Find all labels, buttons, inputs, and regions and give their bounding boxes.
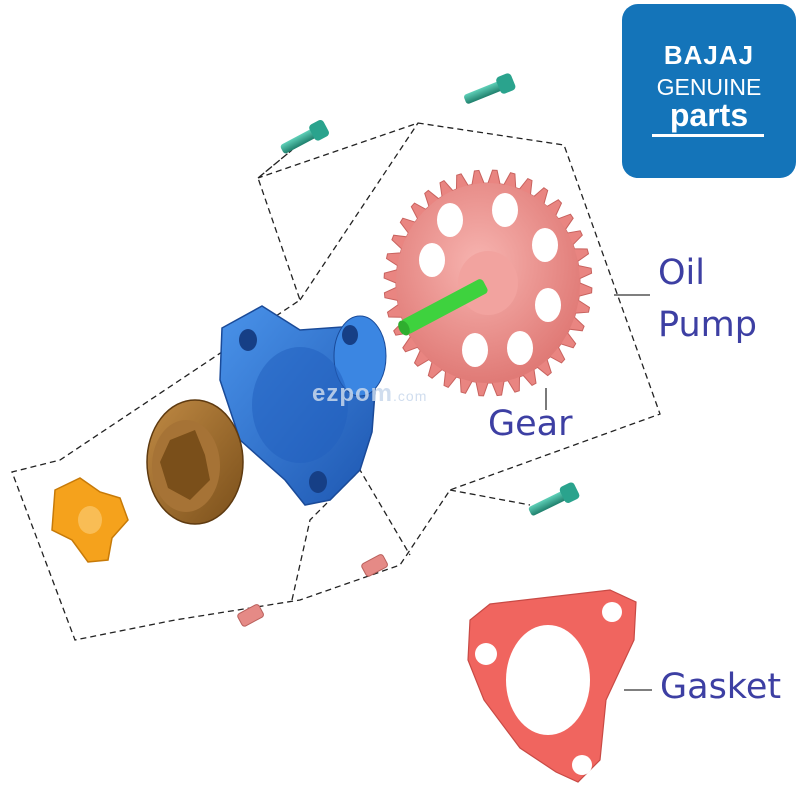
watermark: ezpom.com	[312, 380, 428, 407]
gear-label: Gear	[488, 404, 573, 444]
pump-body	[219, 305, 387, 506]
pin-guide-line	[291, 468, 411, 601]
gear-hub	[458, 251, 518, 315]
dowel-pin-upper	[361, 554, 388, 577]
bolt-top-left	[280, 119, 329, 154]
callout-leader-lines	[545, 294, 652, 691]
logo-brand: BAJAJ	[663, 40, 755, 70]
logo-parts: parts	[669, 97, 749, 133]
bolt-guide-line-lower	[449, 489, 531, 506]
oil-pump-boundary-line	[11, 122, 661, 641]
assembly-dashed-lines	[11, 122, 661, 641]
bolt-lower	[528, 482, 580, 516]
outer-rotor	[146, 399, 244, 525]
dowel-pin-lower	[237, 604, 264, 627]
gear-holes	[419, 193, 561, 367]
oil-pump-label-line1: Oil	[658, 253, 705, 293]
bolt-guide-line	[299, 122, 419, 301]
gasket-label: Gasket	[660, 667, 782, 707]
inner-rotor	[51, 477, 129, 563]
bolt-top-right	[464, 73, 516, 104]
logo-underline	[652, 134, 764, 137]
gear-shaft	[398, 279, 488, 336]
logo-genuine: GENUINE	[656, 74, 762, 100]
oil-pump-label: Oil Pump	[658, 247, 757, 351]
bajaj-genuine-parts-logo: BAJAJ GENUINE parts	[622, 4, 796, 178]
gasket	[467, 589, 637, 783]
oil-pump-label-line2: Pump	[658, 305, 757, 345]
gear	[383, 169, 593, 397]
